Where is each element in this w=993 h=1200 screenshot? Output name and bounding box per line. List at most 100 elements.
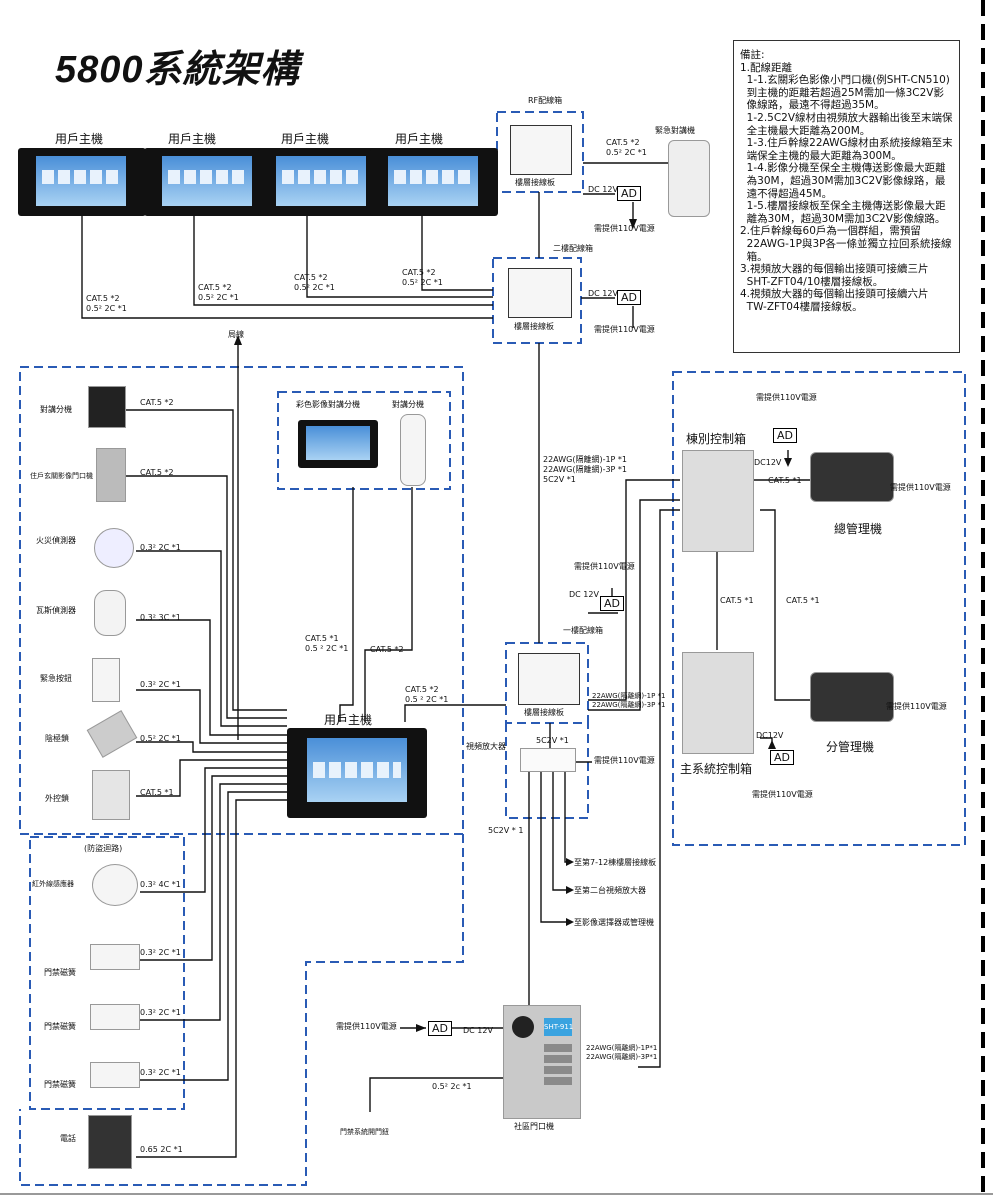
cable-label: CAT.5 *1 (786, 596, 820, 605)
device-label: 瓦斯偵測器 (36, 606, 76, 615)
device-label: 門禁磁簧 (44, 968, 76, 977)
cable-label: CAT.5 *2 (370, 645, 404, 654)
note-line: 1-1.玄關彩色影像小門口機(例SHT-CN510) (740, 74, 950, 87)
device-label: 住戶玄關影像門口機 (30, 472, 93, 480)
monitor-unit-4 (370, 148, 498, 216)
cable-label: CAT.5 *1 (768, 476, 802, 485)
emergency-phone-label: 緊急對講機 (655, 126, 695, 135)
dc12v-label: DC 12V (588, 289, 618, 298)
main-controller (682, 652, 754, 754)
dc12v-label: DC12V (756, 731, 784, 740)
main-unit-label: 用戶主機 (324, 713, 373, 727)
cable-label: 5C2V *1 (536, 736, 569, 745)
floor1-board-label: 樓層接線板 (524, 708, 564, 717)
monitor-unit-1 (18, 148, 146, 216)
ad-adapter: AD (617, 186, 641, 201)
notes-header: 備註: (740, 49, 765, 61)
note-line: SHT-ZFT04/10樓層接線板。 (740, 275, 884, 288)
note-line: 遠不得超過45M。 (740, 187, 833, 200)
cable-label: 0.3² 3C *1 (140, 613, 181, 622)
door-camera-device (96, 448, 126, 502)
community-door-station: SHT-911 (503, 1005, 581, 1119)
door-station-label: 社區門口機 (514, 1122, 554, 1131)
main-controller-label: 主系統控制箱 (680, 762, 753, 776)
smoke-detector-device (94, 528, 134, 568)
power-label: 需提供110V電源 (886, 702, 947, 711)
note-line: 1-5.樓層接線板至保全主機傳送影像最大距 (740, 200, 946, 213)
phone-subunit-label: 對講分機 (392, 400, 424, 409)
power-label: 需提供110V電源 (336, 1022, 397, 1031)
amplifier-label: 視頻放大器 (466, 742, 506, 751)
note-line: 1-2.5C2V線材由視頻放大器輸出後至末端保 (740, 111, 953, 124)
note-line: 22AWG-1P與3P各一條並獨立拉回系統接線 (740, 237, 952, 250)
rf-board-label: 樓層接線板 (515, 178, 555, 187)
floor1-junction-board (518, 653, 580, 705)
note-line: 1-3.住戶幹線22AWG線材由系統接線箱至末 (740, 137, 953, 150)
note-line: 3.視頻放大器的每個輸出接頭可接續三片 (740, 263, 929, 276)
door-screen: SHT-911 (544, 1018, 573, 1036)
emergency-button-device (92, 658, 120, 702)
monitor-unit-2 (144, 148, 272, 216)
device-label: 外控鎖 (45, 794, 69, 803)
dc12v-label: DC 12V (569, 590, 599, 599)
intercom-subunit (400, 414, 426, 486)
unit-label-2: 用戶主機 (168, 132, 217, 146)
notes-panel: 備註: 1.配線距離 1-1.玄關彩色影像小門口機(例SHT-CN510) 到主… (733, 40, 960, 353)
door-button-label: 門禁系統開門鈕 (340, 1128, 389, 1136)
note-line: 1-4.影像分機至保全主機傳送影像最大距離 (740, 162, 946, 175)
cable-label: CAT.5 *2 (140, 398, 174, 407)
note-line: 為30M，超過30M需加3C2V影像線路，最 (740, 174, 946, 187)
page-title: 5800系統架構 (55, 49, 300, 91)
output-label: 至影像選擇器或管理機 (574, 918, 654, 927)
device-label: 電話 (60, 1134, 76, 1143)
power-label: 需提供110V電源 (574, 562, 635, 571)
note-line: TW-ZFT04樓層接線板。 (740, 300, 863, 313)
note-line: 端保全主機的最大距離為300M。 (740, 149, 902, 162)
device-label: 紅外線感應器 (32, 880, 74, 888)
dc12v-label: DC 12V (463, 1026, 493, 1035)
door-magnet-device (90, 1004, 140, 1030)
ad-adapter: AD (773, 428, 797, 443)
note-line: 全主機最大距離為200M。 (740, 124, 871, 137)
rf-box-title: RF配線箱 (528, 96, 563, 105)
floor2-junction-board (508, 268, 572, 318)
ad-adapter: AD (600, 596, 624, 611)
sub-manager-station (810, 672, 894, 722)
device-label: 對講分機 (40, 405, 72, 414)
sub-manager-label: 分管理機 (826, 740, 875, 754)
telephone-device (88, 1115, 132, 1169)
power-label: 需提供110V電源 (890, 483, 951, 492)
unit-label-4: 用戶主機 (395, 132, 444, 146)
cable-label: 0.3² 2C *1 (140, 680, 181, 689)
grounding-label: 局線 (228, 330, 244, 339)
note-line: 4.視頻放大器的每個輸出接頭可接續六片 (740, 288, 929, 301)
device-label: 陰極鎖 (45, 734, 69, 743)
building-controller-label: 棟別控制箱 (686, 432, 747, 446)
cable-label: 0.5² 2c *1 (432, 1082, 472, 1091)
floor2-box-title: 二樓配線箱 (553, 244, 593, 253)
ad-adapter: AD (428, 1021, 452, 1036)
monitor-unit-3 (258, 148, 386, 216)
cable-label: 0.3² 2C *1 (140, 1068, 181, 1077)
output-label: 至第7-12棟樓層接線板 (574, 858, 657, 867)
floor2-board-label: 樓層接線板 (514, 322, 554, 331)
note-line: 1.配線距離 (740, 61, 793, 74)
device-label: 門禁磁簧 (44, 1022, 76, 1031)
ad-adapter: AD (617, 290, 641, 305)
infrared-sensor-device (92, 864, 138, 906)
bottom-line (0, 1193, 993, 1195)
gas-detector-device (94, 590, 126, 636)
ad-adapter: AD (770, 750, 794, 765)
note-line: 到主機的距離若超過25M需加一條3C2V影 (740, 86, 944, 99)
cable-label: CAT.5 *2 (140, 468, 174, 477)
cable-label: CAT.5 *1 (720, 596, 754, 605)
device-label: 門禁磁簧 (44, 1080, 76, 1089)
